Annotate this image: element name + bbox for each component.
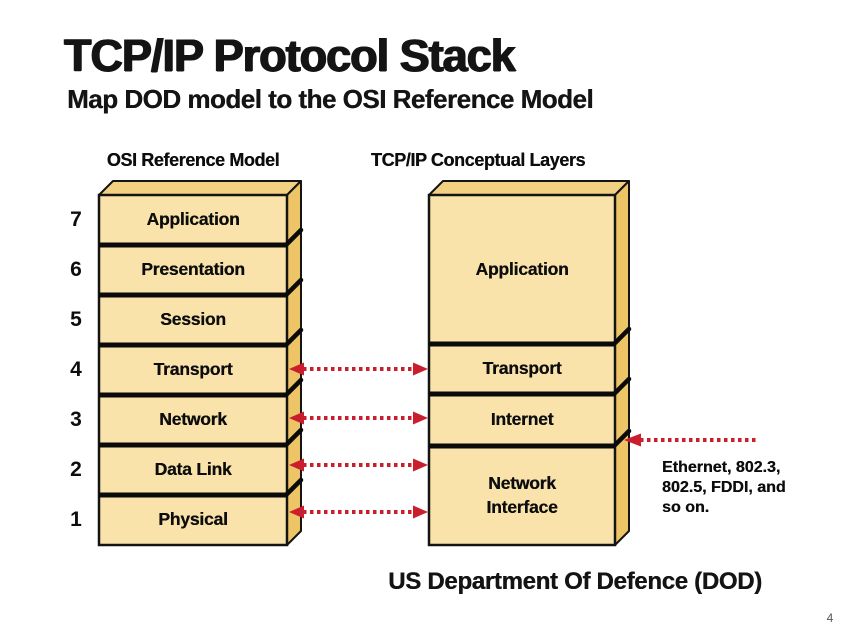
tcpip-column-header: TCP/IP Conceptual Layers <box>370 150 586 170</box>
osi-layer-presentation: Presentation <box>141 259 245 280</box>
osi-layer-number-3: 3 <box>70 408 82 431</box>
osi-layer-number-6: 6 <box>70 258 82 281</box>
tcpip-top-face <box>428 180 630 196</box>
footer-caption: US Department Of Defence (DOD) <box>388 568 762 595</box>
osi-layer-number-4: 4 <box>70 358 82 381</box>
tcpip-side-face <box>614 180 630 546</box>
tcpip-stack-box <box>427 180 632 547</box>
osi-layer-application: Application <box>146 209 240 230</box>
tcpip-layer-application: Application <box>475 258 569 279</box>
osi-stack-box <box>97 180 304 547</box>
osi-layer-number-5: 5 <box>70 308 82 331</box>
tcpip-layer-transport: Transport <box>482 358 562 379</box>
osi-layer-number-2: 2 <box>70 458 82 481</box>
arrow-ethernet-annotation <box>624 433 757 447</box>
page-title: TCP/IP Protocol Stack <box>64 30 516 81</box>
arrow-transport-transport <box>289 362 428 376</box>
osi-top-face <box>98 180 302 196</box>
osi-layer-session: Session <box>160 309 226 330</box>
tcpip-front-face <box>427 193 617 547</box>
osi-layer-network: Network <box>159 409 227 430</box>
osi-layer-physical: Physical <box>158 509 228 530</box>
arrow-datalink-networkinterface <box>289 458 428 472</box>
arrow-network-internet <box>289 411 428 425</box>
mapping-arrows <box>289 362 757 519</box>
osi-layer-number-7: 7 <box>70 208 82 231</box>
osi-column-header: OSI Reference Model <box>106 150 280 170</box>
page-subtitle: Map DOD model to the OSI Reference Model <box>67 84 594 114</box>
osi-layer-datalink: Data Link <box>154 459 232 480</box>
page-number: 4 <box>826 611 834 625</box>
tcpip-layer-network-interface: Network Interface <box>486 472 558 517</box>
osi-front-face <box>97 193 289 547</box>
osi-layer-number-1: 1 <box>70 508 82 531</box>
arrow-physical-networkinterface <box>289 505 428 519</box>
ethernet-annotation: Ethernet, 802.3, 802.5, FDDI, and so on. <box>662 459 786 516</box>
osi-layer-transport: Transport <box>153 359 233 380</box>
tcpip-layer-internet: Internet <box>490 409 554 430</box>
